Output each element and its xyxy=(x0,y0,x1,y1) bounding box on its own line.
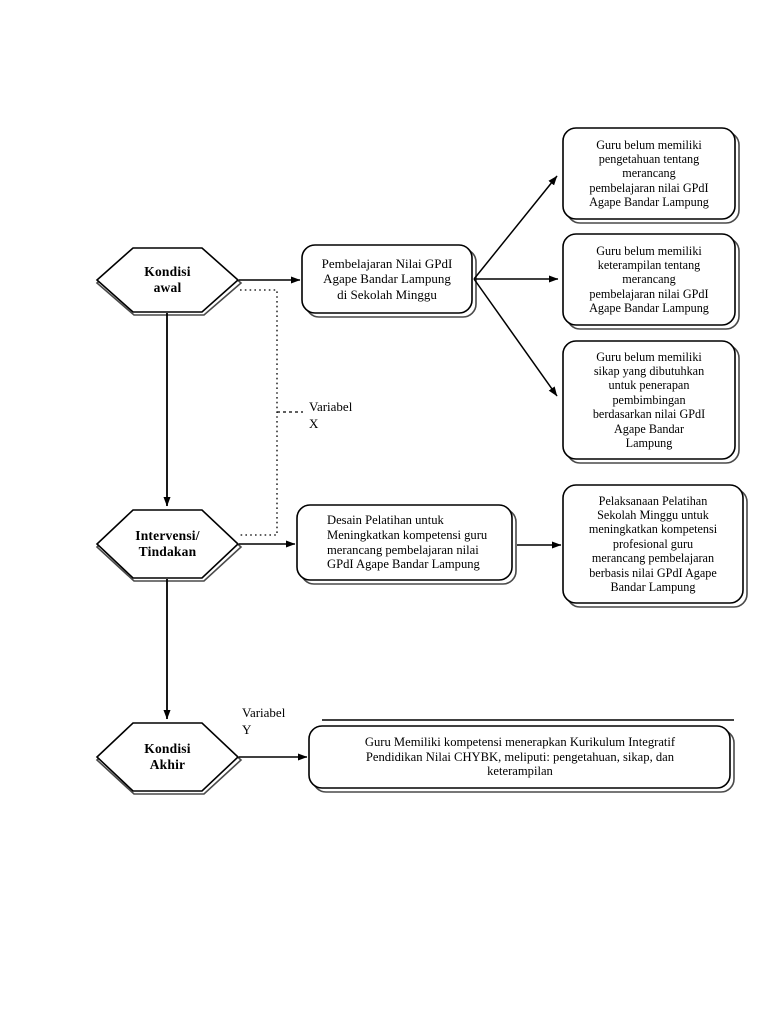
box-desain-pelatihan xyxy=(296,504,513,581)
label-desain-pelatihan: Desain Pelatihan untuk Meningkatkan komp… xyxy=(327,512,488,572)
connector-variabel-x-bracket xyxy=(240,289,278,536)
box-masalah-sikap xyxy=(562,340,736,460)
hexagon-kondisi-akhir xyxy=(95,722,240,792)
annotation-variabel-y: Variabel Y xyxy=(242,705,286,737)
label-pembelajaran: Pembelajaran Nilai GPdI Agape Bandar Lam… xyxy=(321,256,453,302)
box-masalah-keterampilan xyxy=(562,233,736,326)
label-masalah-keterampilan: Guru belum memiliki keterampilan tentang… xyxy=(589,243,709,316)
hexagon-kondisi-awal xyxy=(95,247,240,313)
box-pelaksanaan-pelatihan xyxy=(562,484,744,604)
box-hasil-akhir xyxy=(308,725,731,789)
box-pembelajaran xyxy=(301,244,473,314)
label-kondisi-awal: Kondisi awal xyxy=(144,264,191,295)
label-masalah-sikap: Guru belum memiliki sikap yang dibutuhka… xyxy=(592,349,706,450)
hexagon-intervensi xyxy=(95,509,240,579)
label-kondisi-akhir: Kondisi Akhir xyxy=(144,741,191,772)
box-masalah-pengetahuan xyxy=(562,127,736,220)
label-intervensi: Intervensi/ Tindakan xyxy=(135,528,200,559)
label-pelaksanaan-pelatihan: Pelaksanaan Pelatihan Sekolah Minggu unt… xyxy=(588,493,718,594)
label-masalah-pengetahuan: Guru belum memiliki pengetahuan tentang … xyxy=(589,137,709,210)
connector-pembelajaran-to-masalah-sikap xyxy=(473,278,558,397)
label-hasil-akhir: Guru Memiliki kompetensi menerapkan Kuri… xyxy=(364,734,676,779)
connector-pembelajaran-to-masalah-pengetahuan xyxy=(473,175,558,280)
annotation-variabel-x: Variabel X xyxy=(309,399,353,431)
